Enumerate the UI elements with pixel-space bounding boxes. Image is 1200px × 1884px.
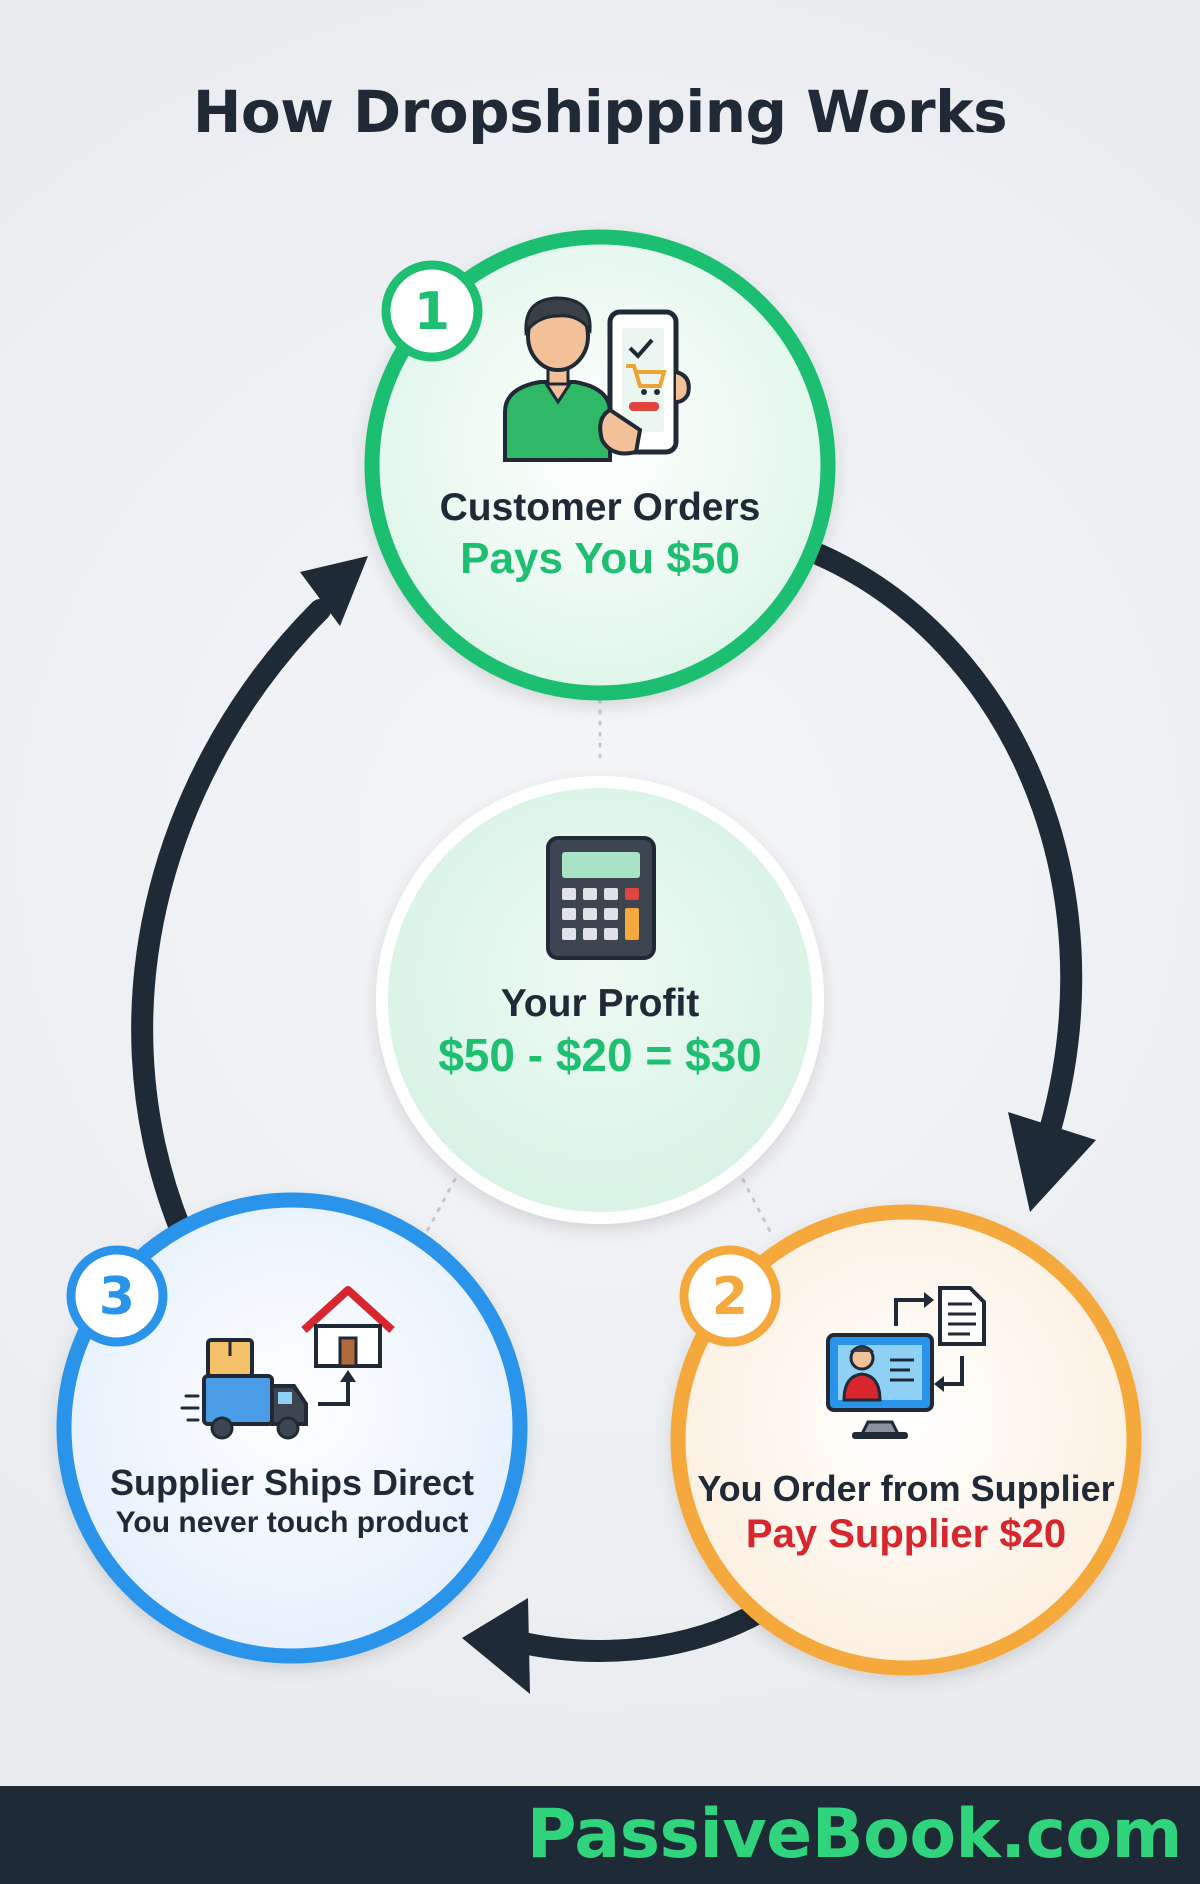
delivery-truck-house-icon bbox=[180, 1286, 395, 1440]
step1-number: 1 bbox=[414, 282, 450, 342]
cycle-arrows bbox=[131, 544, 1083, 1662]
step2-badge bbox=[679, 1245, 781, 1347]
arrow-step3-to-step1 bbox=[131, 599, 331, 1239]
step3-badge bbox=[66, 1245, 168, 1347]
step3-heading: Supplier Ships Direct bbox=[109, 1462, 475, 1503]
step2-heading: You Order from Supplier bbox=[697, 1468, 1115, 1509]
step3-text: Supplier Ships Direct You never touch pr… bbox=[92, 1462, 492, 1544]
page-title: How Dropshipping Works bbox=[192, 78, 1008, 146]
step2-node: 2 bbox=[670, 1204, 1142, 1676]
step2-number: 2 bbox=[712, 1267, 748, 1327]
arrow-step2-to-step3 bbox=[499, 1601, 771, 1662]
arrow-step1-to-step2 bbox=[809, 544, 1083, 1141]
step3-number: 3 bbox=[99, 1267, 135, 1327]
computer-order-icon bbox=[826, 1286, 986, 1439]
step1-node: 1 bbox=[364, 229, 836, 701]
profit-heading: Your Profit bbox=[500, 982, 700, 1025]
step3-subtext: You never touch product bbox=[115, 1506, 469, 1540]
arrow-heads bbox=[300, 556, 1096, 1694]
step1-subtext: Pays You $50 bbox=[460, 533, 740, 583]
customer-phone-cart-icon bbox=[503, 296, 691, 462]
step3-node: 3 bbox=[56, 1192, 528, 1664]
footer-bar: PassiveBook.com bbox=[0, 1786, 1200, 1884]
step1-heading: Customer Orders bbox=[439, 486, 761, 529]
step2-text: You Order from Supplier Pay Supplier $20 bbox=[696, 1468, 1116, 1559]
profit-formula: $50 - $20 = $30 bbox=[438, 1028, 762, 1081]
profit-text: Your Profit $50 - $20 = $30 bbox=[390, 982, 810, 1084]
dotted-connectors bbox=[423, 698, 774, 1237]
arrowhead-down-right bbox=[1008, 1112, 1096, 1212]
profit-node bbox=[376, 776, 824, 1224]
step2-subtext: Pay Supplier $20 bbox=[745, 1512, 1067, 1557]
calculator-icon bbox=[546, 836, 656, 960]
arrowhead-up-right bbox=[300, 556, 368, 626]
step1-text: Customer Orders Pays You $50 bbox=[400, 486, 800, 586]
step1-badge bbox=[381, 260, 483, 362]
brand-logo-text: PassiveBook.com bbox=[526, 1795, 1183, 1874]
arrowhead-left bbox=[462, 1598, 530, 1694]
